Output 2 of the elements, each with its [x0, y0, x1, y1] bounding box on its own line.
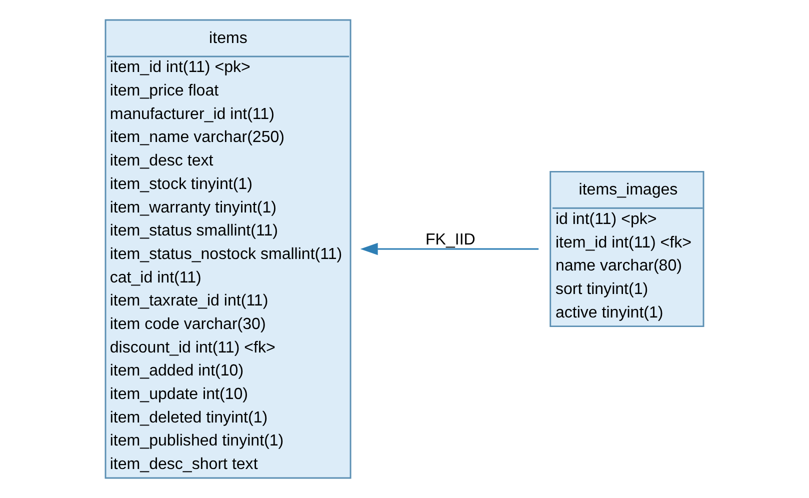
edge-label: FK_IID [426, 230, 476, 248]
arrow [360, 242, 539, 256]
